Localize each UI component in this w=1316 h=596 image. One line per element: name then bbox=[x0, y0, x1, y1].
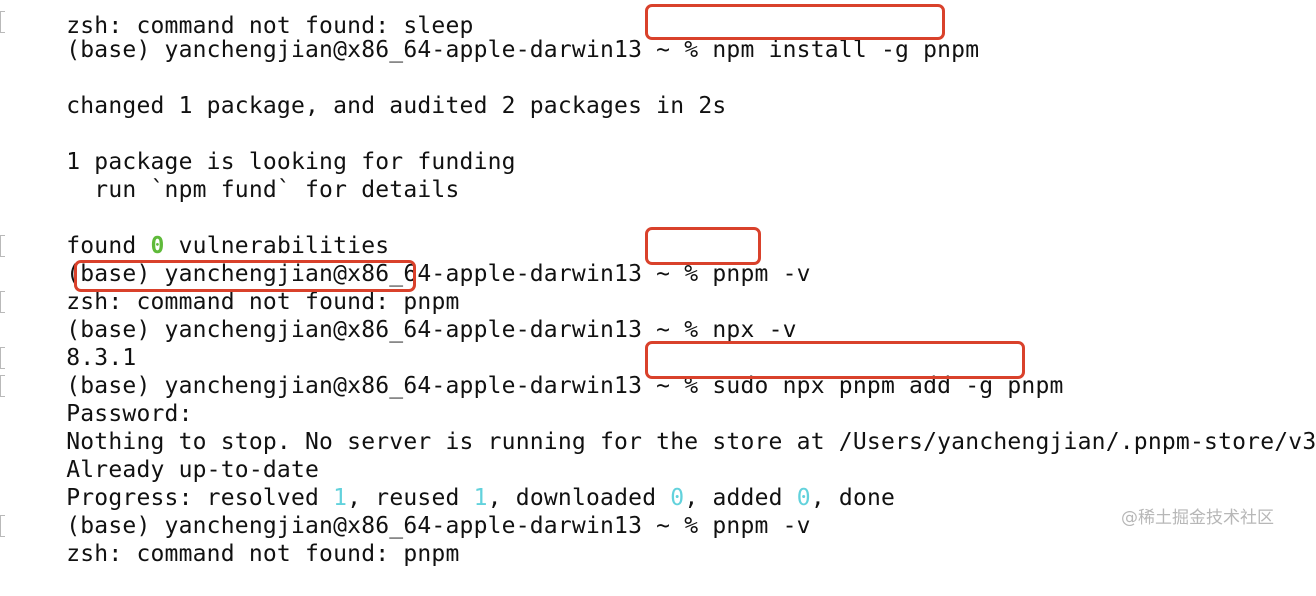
highlight-box-pnpm-version bbox=[645, 227, 761, 265]
error-text: zsh: command not found: pnpm bbox=[66, 541, 460, 567]
terminal-line-prompt: (base) yanchengjian@x86_64-apple-darwin1… bbox=[10, 288, 797, 343]
progress-line: Progress: resolved 1, reused 1, download… bbox=[10, 456, 895, 511]
terminal-text: found bbox=[66, 233, 151, 259]
highlight-box-sudo-npx bbox=[645, 341, 1025, 379]
terminal-text: Already up-to-date bbox=[66, 457, 320, 483]
line-marker-icon bbox=[0, 11, 5, 33]
terminal-output[interactable]: zsh: command not found: sleep (base) yan… bbox=[0, 0, 1316, 567]
terminal-text: Nothing to stop. No server is running fo… bbox=[66, 429, 1316, 455]
command-text: pnpm -v bbox=[712, 261, 811, 287]
watermark: @稀土掘金技术社区 bbox=[1121, 508, 1274, 528]
terminal-text: zsh: bbox=[66, 289, 137, 315]
terminal-line-cut: zsh: command not found: sleep bbox=[10, 0, 474, 39]
line-marker-icon bbox=[0, 235, 5, 257]
terminal-text: 1 package is looking for funding bbox=[66, 149, 516, 175]
prompt-text: (base) yanchengjian@x86_64-apple-darwin1… bbox=[66, 513, 713, 539]
terminal-line: found 0 vulnerabilities bbox=[10, 204, 389, 259]
terminal-line-prompt: (base) yanchengjian@x86_64-apple-darwin1… bbox=[10, 8, 979, 63]
terminal-line: Already up-to-date bbox=[10, 428, 319, 483]
command-text: npm install -g pnpm bbox=[712, 37, 980, 63]
terminal-line: zsh: command not found: pnpm bbox=[10, 512, 460, 567]
progress-label: Progress: resolved bbox=[66, 485, 334, 511]
progress-added-count: 0 bbox=[796, 485, 811, 511]
highlight-box-command-not-found bbox=[74, 260, 416, 292]
terminal-line: changed 1 package, and audited 2 package… bbox=[10, 64, 726, 119]
vulnerability-count: 0 bbox=[150, 233, 165, 259]
terminal-line-prompt: (base) yanchengjian@x86_64-apple-darwin1… bbox=[10, 232, 811, 287]
password-prompt: Password: bbox=[66, 401, 193, 427]
prompt-text: (base) yanchengjian@x86_64-apple-darwin1… bbox=[66, 317, 713, 343]
progress-label: , reused bbox=[347, 485, 474, 511]
terminal-line: 8.3.1 bbox=[10, 316, 136, 371]
terminal-text: vulnerabilities bbox=[164, 233, 390, 259]
line-marker-icon bbox=[0, 375, 5, 397]
terminal-line: Nothing to stop. No server is running fo… bbox=[10, 400, 1316, 455]
progress-label: , done bbox=[810, 485, 896, 511]
highlight-box-npm-install bbox=[645, 4, 945, 40]
terminal-line: 1 package is looking for funding bbox=[10, 120, 516, 175]
command-text: pnpm -v bbox=[712, 513, 811, 539]
prompt-text: (base) yanchengjian@x86_64-apple-darwin1… bbox=[66, 261, 713, 287]
npx-version: 8.3.1 bbox=[66, 345, 137, 371]
line-marker-icon bbox=[0, 347, 5, 369]
terminal-line-prompt: (base) yanchengjian@x86_64-apple-darwin1… bbox=[10, 344, 1064, 399]
error-text: command not found: pnpm bbox=[136, 289, 460, 315]
terminal-line: Password: bbox=[10, 372, 193, 427]
prompt-text: (base) yanchengjian@x86_64-apple-darwin1… bbox=[66, 373, 713, 399]
terminal-text: changed 1 package, and audited 2 package… bbox=[66, 93, 727, 119]
terminal-line: run `npm fund` for details bbox=[10, 148, 460, 203]
progress-resolved-count: 1 bbox=[333, 485, 348, 511]
terminal-line-prompt: (base) yanchengjian@x86_64-apple-darwin1… bbox=[10, 484, 811, 539]
progress-label: , added bbox=[684, 485, 797, 511]
progress-reused-count: 1 bbox=[473, 485, 488, 511]
terminal-text: zsh: command not found: sleep bbox=[66, 13, 474, 39]
terminal-text: run `npm fund` for details bbox=[66, 177, 460, 203]
progress-downloaded-count: 0 bbox=[670, 485, 685, 511]
progress-label: , downloaded bbox=[487, 485, 671, 511]
terminal-line: zsh: command not found: pnpm bbox=[10, 260, 460, 315]
line-marker-icon bbox=[0, 291, 5, 313]
command-text: npx -v bbox=[712, 317, 797, 343]
prompt-text: (base) yanchengjian@x86_64-apple-darwin1… bbox=[66, 37, 713, 63]
line-marker-icon bbox=[0, 515, 5, 537]
